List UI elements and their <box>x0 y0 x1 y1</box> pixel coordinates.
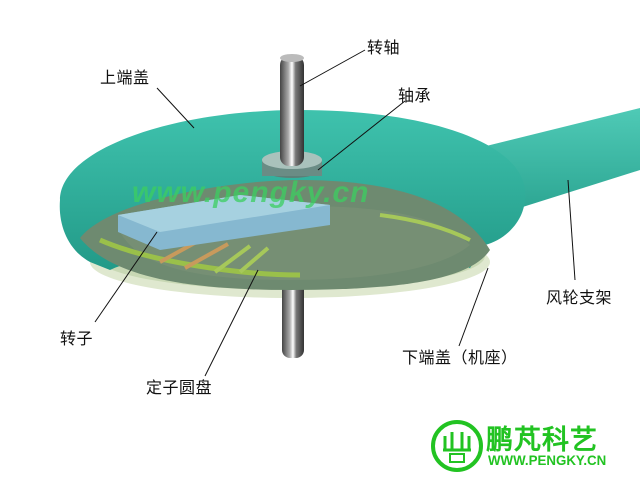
brand-logo: 鹏芃科艺 WWW.PENGKY.CN <box>430 418 630 476</box>
logo-emblem-icon <box>431 420 483 472</box>
label-lower-cover: 下端盖（机座） <box>402 348 518 367</box>
label-upper-cover: 上端盖 <box>100 68 150 87</box>
shaft-upper <box>280 56 304 166</box>
label-stator-disc: 定子圆盘 <box>146 378 213 397</box>
label-bearing: 轴承 <box>398 86 432 105</box>
leader-lines <box>94 49 576 377</box>
label-shaft: 转轴 <box>367 38 401 57</box>
shaft-lower <box>282 280 304 358</box>
watermark: www.pengky.cn <box>132 176 370 209</box>
logo-text-cn: 鹏芃科艺 <box>486 425 598 456</box>
label-fan-bracket: 风轮支架 <box>546 288 613 307</box>
logo-text-en: WWW.PENGKY.CN <box>488 452 607 468</box>
label-rotor: 转子 <box>60 329 94 348</box>
